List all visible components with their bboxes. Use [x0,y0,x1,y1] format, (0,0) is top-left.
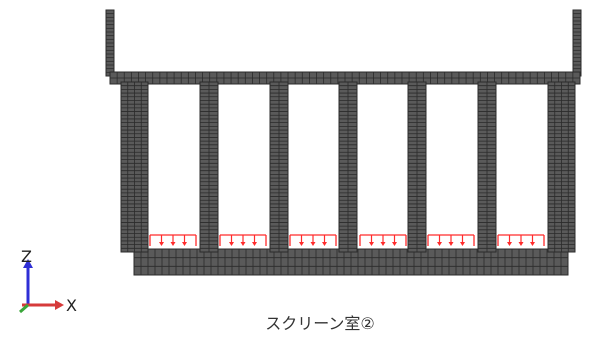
load-arrowhead [240,242,246,246]
interior-wall-4 [407,81,427,253]
x-axis-arrowhead [55,300,64,310]
coordinate-triad: Z X [19,247,77,315]
left-outer-wall [120,81,149,253]
interior-wall-5 [477,81,497,253]
load-arrowhead [159,242,164,246]
load-arrowhead [392,242,397,246]
right-parapet [572,9,582,77]
load-2 [219,234,267,246]
load-5 [427,234,475,246]
x-axis-label: X [66,296,77,315]
load-arrowhead [448,242,454,246]
interior-wall-3 [338,81,358,253]
interior-wall-1 [199,81,219,253]
load-arrowhead [507,242,512,246]
load-arrowhead [518,242,524,246]
right-outer-wall [547,81,576,253]
y-axis-arrow [19,303,29,314]
load-arrowhead [229,242,234,246]
load-arrowhead [322,242,327,246]
load-4 [359,234,407,246]
load-arrowhead [170,242,176,246]
load-1 [149,234,197,246]
z-axis-label: Z [21,247,32,266]
distributed-loads [149,234,545,246]
structure-mesh [105,9,582,276]
load-arrowhead [530,242,535,246]
load-arrowhead [369,242,374,246]
load-3 [289,234,337,246]
load-arrowhead [460,242,465,246]
load-6 [497,234,545,246]
load-arrowhead [437,242,442,246]
figure-caption: スクリーン室② [265,314,375,333]
load-arrowhead [299,242,304,246]
interior-wall-2 [269,81,289,253]
load-arrowhead [182,242,187,246]
bottom-slab [133,248,569,276]
load-arrowhead [252,242,257,246]
load-arrowhead [380,242,386,246]
z-axis-arrowhead [23,259,33,268]
left-parapet [105,9,115,77]
load-arrowhead [310,242,316,246]
